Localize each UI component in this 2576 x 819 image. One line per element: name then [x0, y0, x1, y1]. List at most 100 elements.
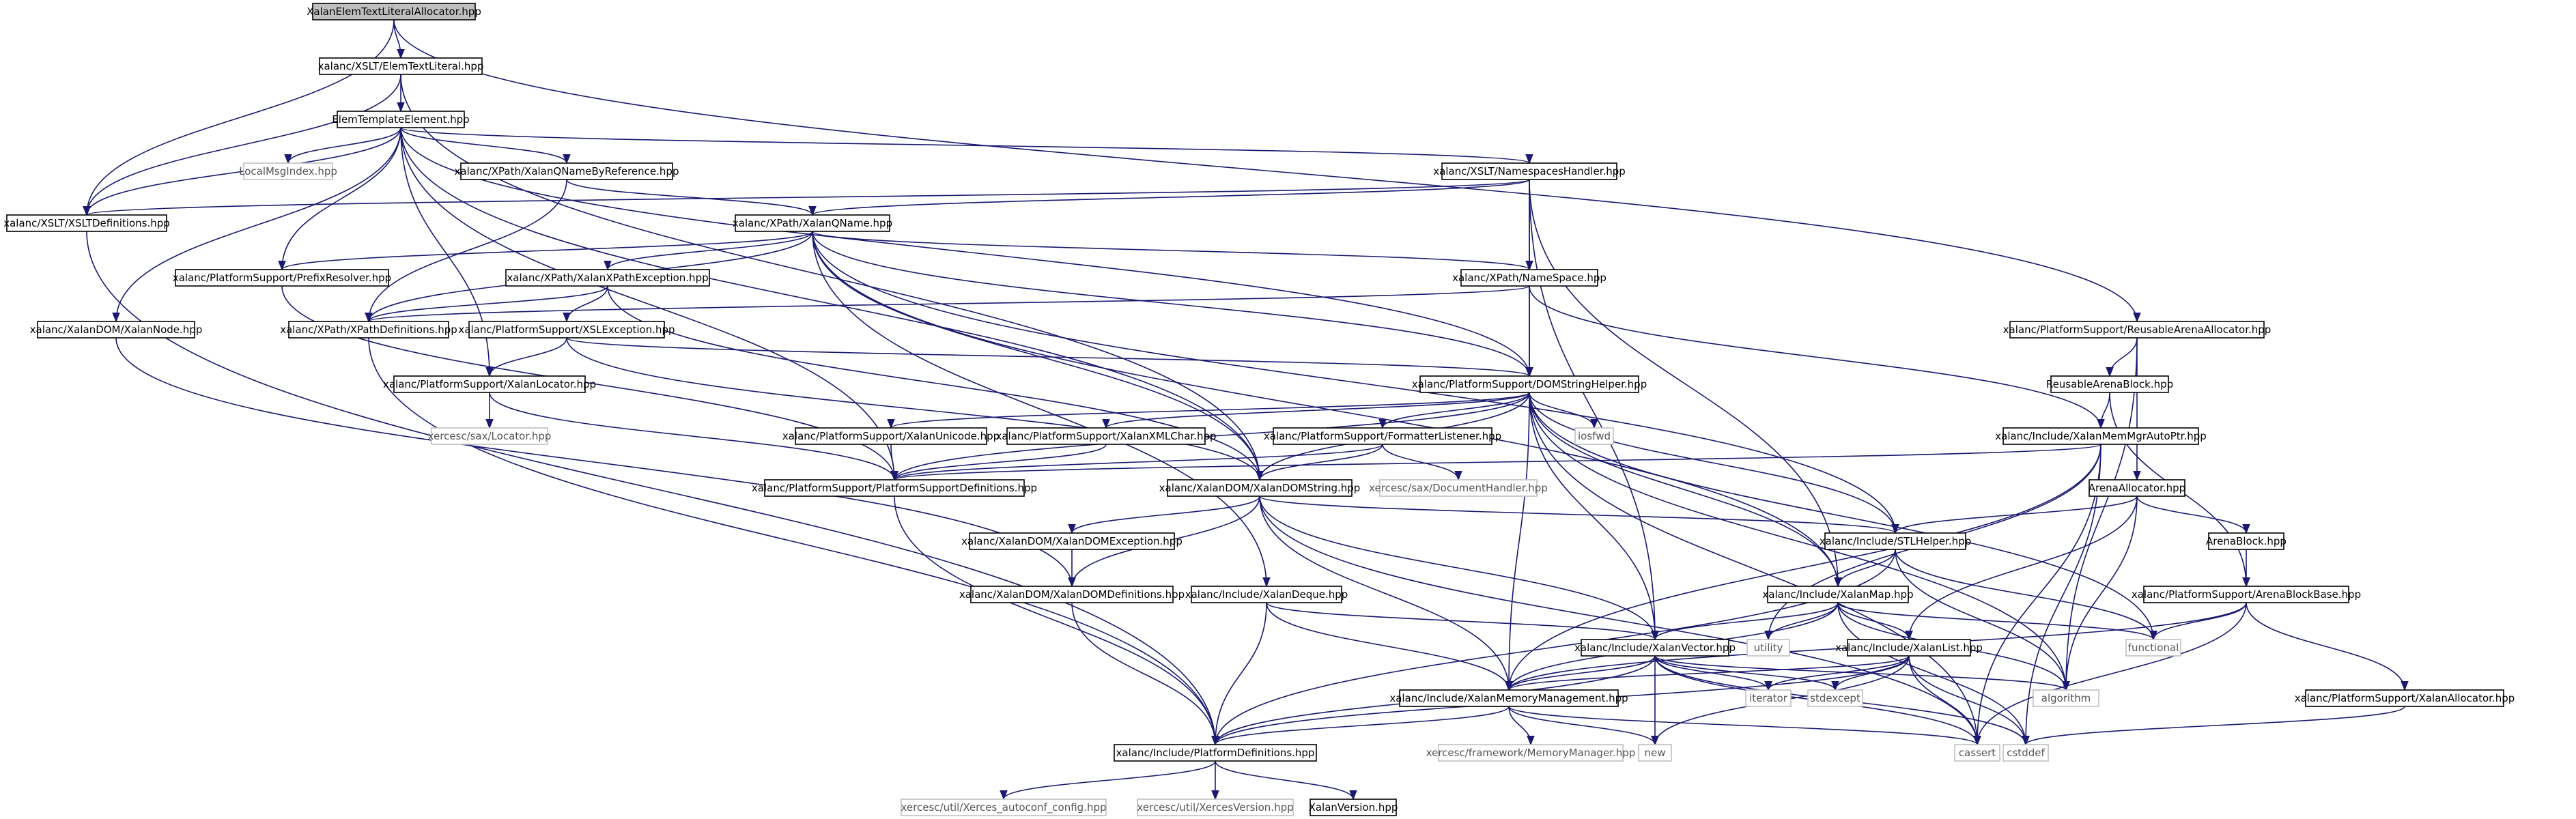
node-box [1273, 427, 1492, 445]
node-box [1807, 689, 1863, 707]
edge-xpathexception-to-xslexception [563, 285, 608, 323]
edge-xalanvector-to-stdexcept [1654, 655, 1839, 691]
edge-arenaallocator-to-xalanlist [1905, 495, 2138, 641]
edge-reusablearenablock-to-memmgrautoptr [2097, 392, 2110, 429]
node-xmlchar[interactable]: xalanc/PlatformSupport/XalanXMLChar.hpp [995, 427, 1217, 445]
edge-namespace-to-xpathdefs [365, 285, 1530, 323]
edge-qnamebyref-to-xpathdefs [365, 179, 567, 323]
node-box [2002, 427, 2199, 445]
edge-memmgmt-to-memorymanager [1508, 706, 1535, 746]
node-box [468, 321, 665, 339]
edge-domstringhelper-to-platsupportdefs [890, 392, 1530, 481]
node-box [2033, 689, 2099, 707]
edge-xalanlist-to-iterator [1764, 655, 1910, 691]
node-prefixresolver[interactable]: xalanc/PlatformSupport/PrefixResolver.hp… [173, 269, 391, 287]
node-box [505, 269, 710, 287]
node-label: stdexcept [1810, 692, 1860, 704]
node-reusablearenablock[interactable]: ReusableArenaBlock.hpp [2046, 375, 2173, 393]
edge-elemtextliteral-to-domstring [400, 74, 1264, 481]
node-xalanlocator[interactable]: xalanc/PlatformSupport/XalanLocator.hpp [383, 375, 596, 393]
node-xpathexception[interactable]: xalanc/XPath/XalanXPathException.hpp [505, 269, 710, 287]
node-xslexception[interactable]: xalanc/PlatformSupport/XSLException.hpp [458, 321, 675, 339]
edge-qname-to-domstringhelper [812, 231, 1533, 377]
edge-xalannode-to-domdefs [115, 337, 1076, 588]
node-xalanunicode[interactable]: xalanc/PlatformSupport/XalanUnicode.hpp [782, 427, 1000, 445]
edge-xalanlist-to-cstddef [1908, 655, 2030, 746]
edge-root-to-xsltdefs [83, 19, 395, 216]
node-box [312, 3, 476, 20]
node-arenablock[interactable]: ArenaBlock.hpp [2206, 532, 2287, 550]
node-namespace[interactable]: xalanc/XPath/NameSpace.hpp [1452, 269, 1607, 287]
edge-platsupportdefs-to-platformdefs [894, 495, 1219, 746]
node-label: xalanc/PlatformSupport/DOMStringHelper.h… [1412, 378, 1647, 390]
dependency-edges [83, 19, 2409, 801]
node-box [393, 375, 586, 393]
node-label: algorithm [2041, 692, 2091, 704]
node-xsltdefs[interactable]: xalanc/XSLT/XSLTDefinitions.hpp [3, 214, 170, 232]
node-root[interactable]: XalanElemTextLiteralAllocator.hpp [307, 3, 481, 20]
node-elemtemplate[interactable]: ElemTemplateElement.hpp [332, 111, 470, 128]
node-domstringhelper[interactable]: xalanc/PlatformSupport/DOMStringHelper.h… [1412, 375, 1647, 393]
node-label: xalanc/Include/XalanVector.hpp [1574, 642, 1736, 654]
edge-domstringhelper-to-formatterlistener [1378, 392, 1530, 429]
node-xalandeque[interactable]: xalanc/Include/XalanDeque.hpp [1185, 586, 1348, 603]
node-box [1399, 689, 1619, 707]
node-box [2050, 375, 2169, 393]
node-autoconf: xercesc/util/Xerces_autoconf_config.hpp [901, 799, 1107, 816]
node-qname[interactable]: xalanc/XPath/XalanQName.hpp [733, 214, 892, 232]
node-formatterlistener[interactable]: xalanc/PlatformSupport/FormatterListener… [1264, 427, 1501, 445]
node-domexception[interactable]: xalanc/XalanDOM/XalanDOMException.hpp [961, 532, 1183, 550]
node-box [764, 479, 1025, 497]
node-label: xalanc/Include/PlatformDefinitions.hpp [1116, 747, 1315, 759]
node-domdefs[interactable]: xalanc/XalanDOM/XalanDOMDefinitions.hpp [959, 586, 1185, 603]
node-box [970, 586, 1174, 603]
node-box [1441, 162, 1617, 180]
node-label: xalanc/XPath/XPathDefinitions.hpp [280, 324, 457, 336]
node-nshandler[interactable]: xalanc/XSLT/NamespacesHandler.hpp [1433, 162, 1626, 180]
node-box [243, 162, 333, 180]
node-xalannode[interactable]: xalanc/XalanDOM/XalanNode.hpp [30, 321, 203, 339]
node-iterator: iterator [1745, 689, 1792, 707]
edge-platformdefs-to-xalanversion [1215, 760, 1357, 801]
node-label: xalanc/XSLT/NamespacesHandler.hpp [1433, 165, 1626, 177]
node-arenaallocator[interactable]: ArenaAllocator.hpp [2089, 479, 2185, 497]
node-memmgmt[interactable]: xalanc/Include/XalanMemoryManagement.hpp [1389, 689, 1628, 707]
edge-xalandeque-to-memmgmt [1266, 602, 1513, 691]
edge-qname-to-domstring [812, 231, 1264, 481]
node-box [460, 162, 673, 180]
node-box [431, 427, 548, 445]
edge-memmgrautoptr-to-memmgmt [1505, 444, 2101, 691]
node-domstring[interactable]: xalanc/XalanDOM/XalanDOMString.hpp [1159, 479, 1361, 497]
node-label: LocalMsgIndex.hpp [239, 165, 337, 177]
node-box [2002, 744, 2049, 762]
edge-memmgrautoptr-to-platsupportdefs [891, 444, 2101, 481]
node-utility: utility [1746, 639, 1790, 657]
node-saxlocator: xercesc/sax/Locator.hpp [428, 427, 552, 445]
node-box [6, 214, 167, 232]
node-xalanvector[interactable]: xalanc/Include/XalanVector.hpp [1574, 639, 1736, 657]
node-label: XalanVersion.hpp [1309, 801, 1398, 814]
node-label: xercesc/sax/Locator.hpp [428, 430, 552, 442]
node-label: xercesc/sax/DocumentHandler.hpp [1369, 482, 1548, 494]
node-elemtextliteral[interactable]: xalanc/XSLT/ElemTextLiteral.hpp [318, 57, 484, 75]
edge-elemtemplate-to-domstring [400, 127, 1264, 481]
node-xpathdefs[interactable]: xalanc/XPath/XPathDefinitions.hpp [280, 321, 457, 339]
node-xalanallocator[interactable]: xalanc/PlatformSupport/XalanAllocator.hp… [2295, 689, 2515, 707]
node-platformdefs[interactable]: xalanc/Include/PlatformDefinitions.hpp [1114, 744, 1317, 762]
node-box [1137, 799, 1294, 816]
node-reusablearenaalloc[interactable]: xalanc/PlatformSupport/ReusableArenaAllo… [2003, 321, 2271, 339]
node-arenablockbase[interactable]: xalanc/PlatformSupport/ArenaBlockBase.hp… [2132, 586, 2361, 603]
node-qnamebyref[interactable]: xalanc/XPath/XalanQNameByReference.hpp [455, 162, 679, 180]
edge-stlhelper-to-xalanmap [1834, 549, 1896, 588]
edge-qname-to-namespace [812, 231, 1533, 271]
node-memmgrautoptr[interactable]: xalanc/Include/XalanMemMgrAutoPtr.hpp [1995, 427, 2207, 445]
edge-domstringhelper-to-functional [1529, 392, 2157, 641]
node-platsupportdefs[interactable]: xalanc/PlatformSupport/PlatformSupportDe… [752, 479, 1037, 497]
node-stlhelper[interactable]: xalanc/Include/STLHelper.hpp [1820, 532, 1971, 550]
edge-arenablockbase-to-xalanallocator [2246, 602, 2409, 691]
node-box [1746, 639, 1790, 657]
edge-memmgmt-to-cassert [1508, 706, 1981, 746]
node-xalanlist[interactable]: xalanc/Include/XalanList.hpp [1835, 639, 1983, 657]
node-xalanmap[interactable]: xalanc/Include/XalanMap.hpp [1762, 586, 1914, 603]
node-xalanversion[interactable]: XalanVersion.hpp [1309, 799, 1398, 816]
